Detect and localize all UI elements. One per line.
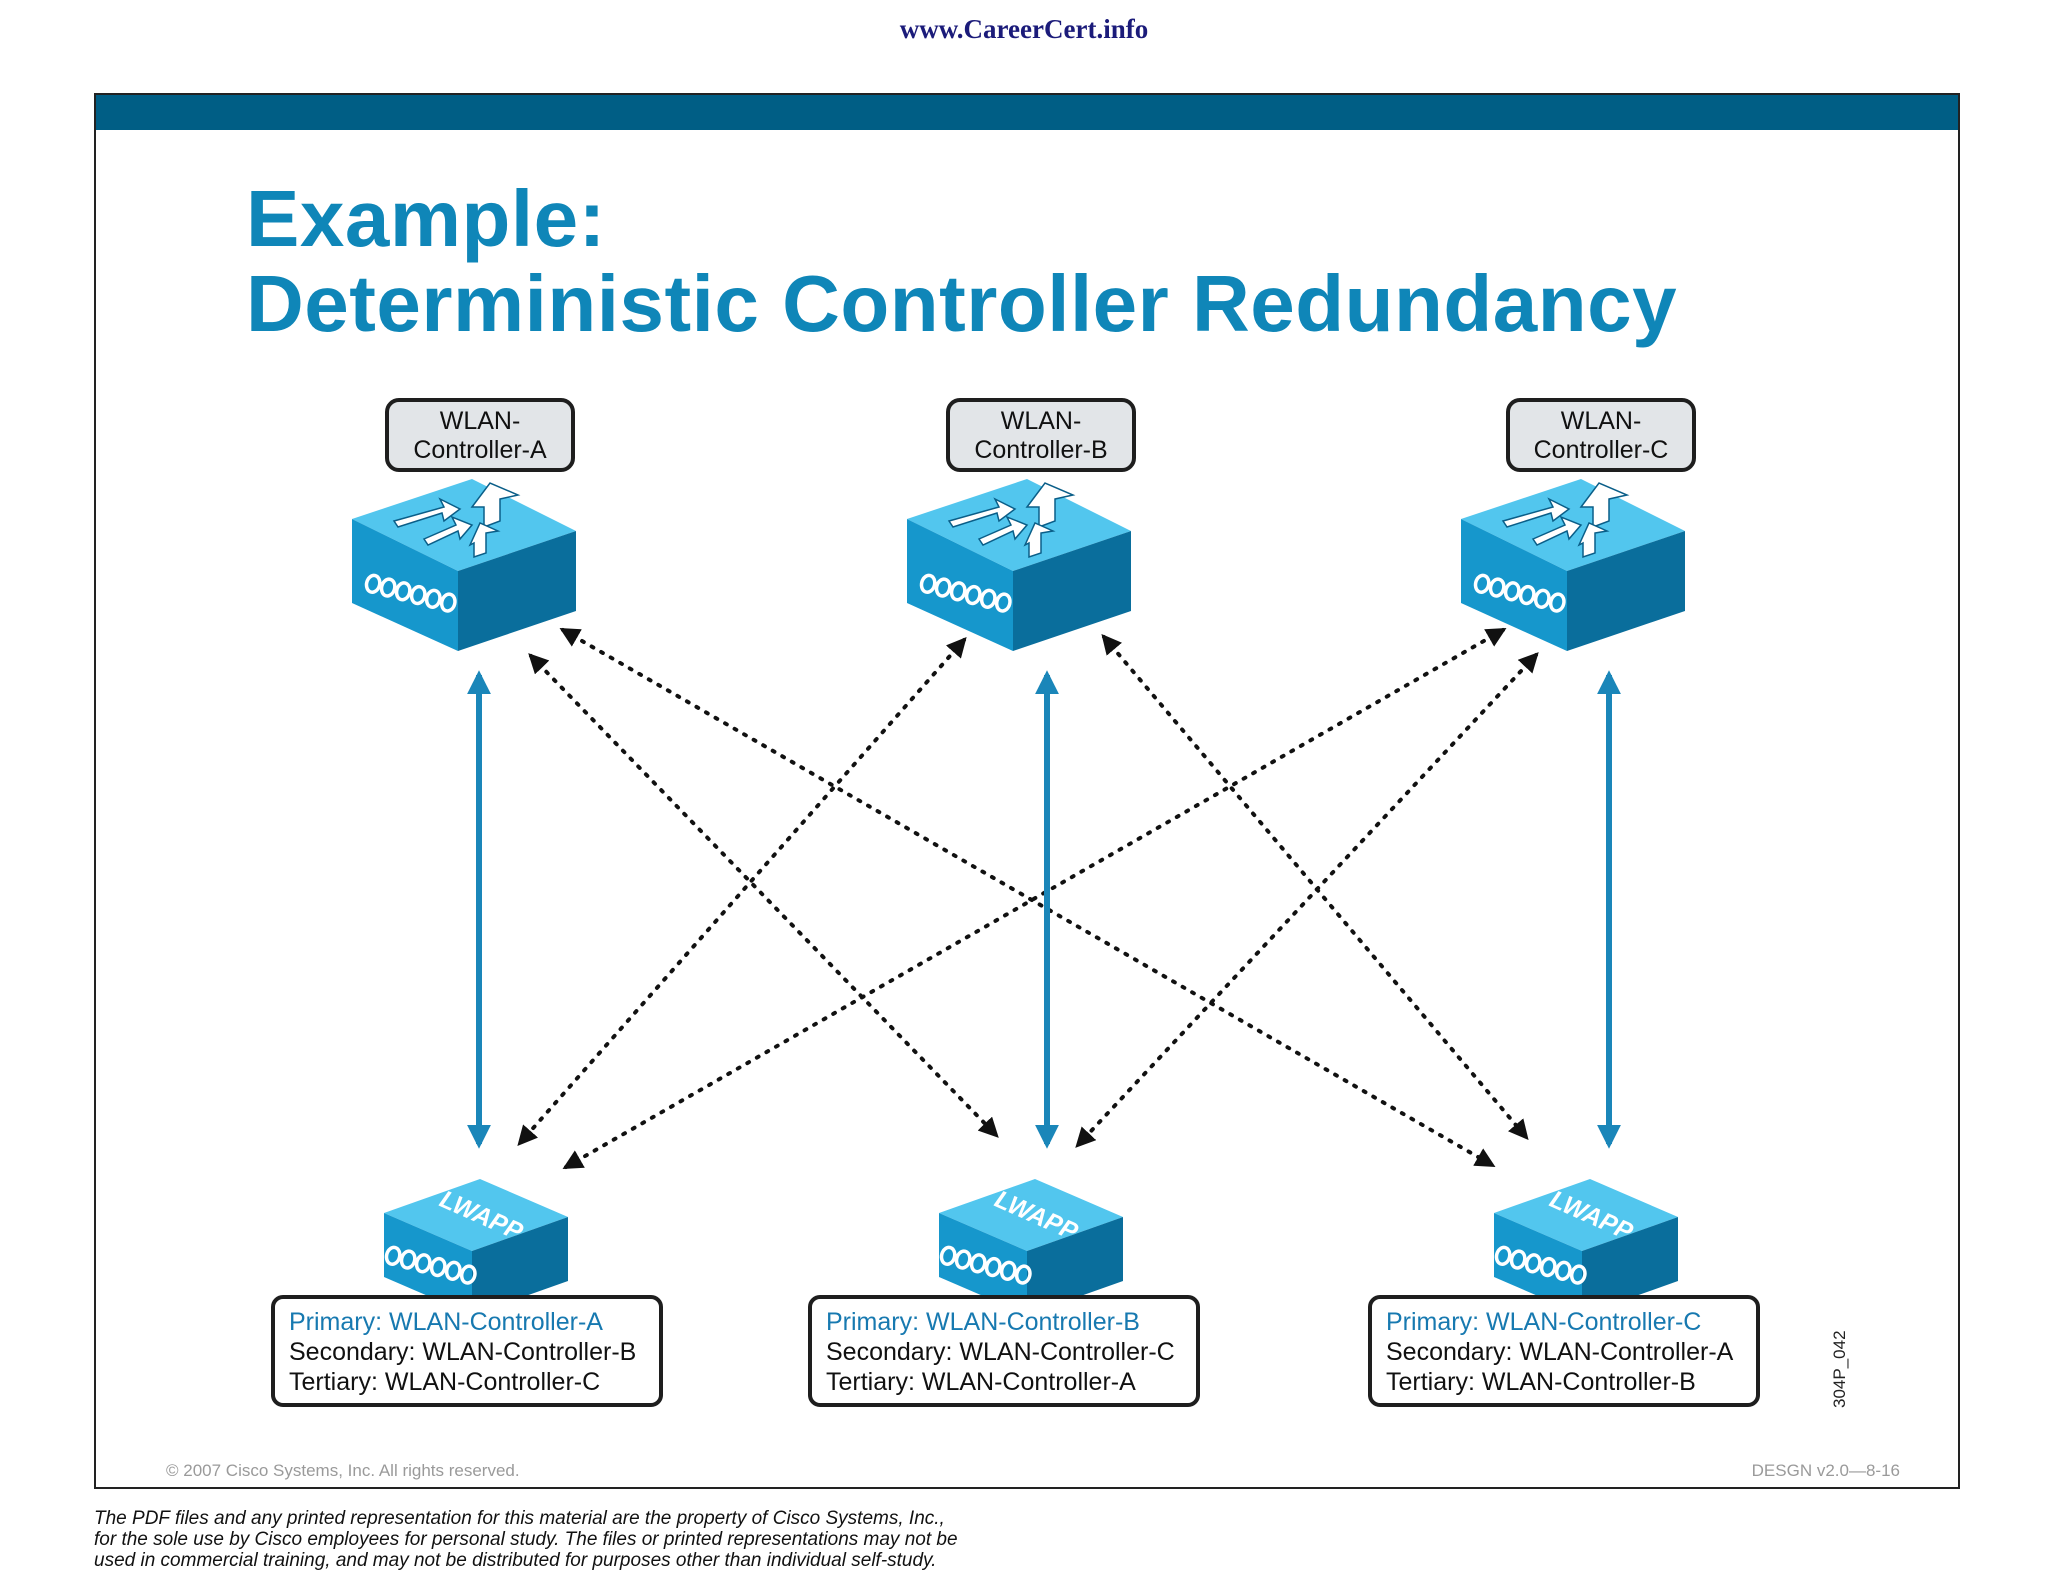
slide-title-line1: Example:	[246, 174, 606, 263]
disclaimer-line1: The PDF files and any printed representa…	[94, 1508, 945, 1529]
controller-arrows-icon	[947, 482, 1076, 559]
controller-arrows-icon	[392, 482, 521, 559]
backup-links	[517, 628, 1539, 1169]
ap3-secondary: Secondary: WLAN-Controller-A	[1386, 1338, 1734, 1366]
controller-arrows-icon	[1501, 482, 1630, 559]
wlan-controller-c-icon	[1461, 479, 1685, 651]
controller-c-label-line2: Controller-C	[1533, 436, 1669, 464]
controller-ports-icon	[919, 573, 1012, 613]
controller-a-label-line2: Controller-A	[413, 436, 547, 464]
link-controller-a-to-ap3	[559, 628, 1496, 1167]
link-controller-a-to-ap2	[528, 653, 999, 1138]
controller-b-label-line2: Controller-B	[974, 436, 1108, 464]
ap2-config-box: Primary: WLAN-Controller-B Secondary: WL…	[808, 1295, 1200, 1407]
ap3-tertiary: Tertiary: WLAN-Controller-B	[1386, 1368, 1696, 1396]
ap1-primary: Primary: WLAN-Controller-A	[289, 1308, 603, 1336]
header-url: www.CareerCert.info	[899, 14, 1149, 44]
copyright: © 2007 Cisco Systems, Inc. All rights re…	[166, 1461, 520, 1480]
ap2-secondary: Secondary: WLAN-Controller-C	[826, 1338, 1175, 1366]
ap3-config-box: Primary: WLAN-Controller-C Secondary: WL…	[1368, 1295, 1760, 1407]
ap-ports-icon	[384, 1245, 477, 1285]
figure-id: 304P_042	[1830, 1330, 1849, 1408]
primary-links	[467, 670, 1621, 1149]
controller-b-label: WLAN- Controller-B	[946, 398, 1136, 472]
disclaimer: The PDF files and any printed representa…	[94, 1508, 1094, 1571]
disclaimer-line3: used in commercial training, and may not…	[94, 1550, 937, 1571]
access-points-layer: LWAPP LWAPP LWAPP	[384, 1179, 1678, 1315]
ap2-primary: Primary: WLAN-Controller-B	[826, 1308, 1140, 1336]
ap3-primary: Primary: WLAN-Controller-C	[1386, 1308, 1702, 1336]
course-id: DESGN v2.0—8-16	[1751, 1461, 1900, 1480]
controller-c-label-line1: WLAN-	[1560, 407, 1642, 435]
controller-a-label-line1: WLAN-	[439, 407, 521, 435]
slide-top-bar	[96, 95, 1958, 130]
ap1-tertiary: Tertiary: WLAN-Controller-C	[289, 1368, 601, 1396]
controller-a-label: WLAN- Controller-A	[385, 398, 575, 472]
wlan-controller-b-icon	[907, 479, 1131, 651]
ap2-tertiary: Tertiary: WLAN-Controller-A	[826, 1368, 1136, 1396]
lwapp-access-point-2-icon: LWAPP	[939, 1179, 1123, 1315]
lwapp-access-point-1-icon: LWAPP	[384, 1179, 568, 1315]
controller-c-label: WLAN- Controller-C	[1506, 398, 1696, 472]
controller-ports-icon	[364, 573, 457, 613]
slide-title-line2: Deterministic Controller Redundancy	[246, 259, 1678, 348]
wlan-controller-a-icon	[352, 479, 576, 651]
ap1-secondary: Secondary: WLAN-Controller-B	[289, 1338, 637, 1366]
link-controller-c-to-ap2	[1075, 652, 1539, 1148]
controller-b-label-line1: WLAN-	[1000, 407, 1082, 435]
ap1-config-box: Primary: WLAN-Controller-A Secondary: WL…	[271, 1295, 663, 1407]
slide: Example: Deterministic Controller Redund…	[94, 93, 1960, 1489]
ap-ports-icon	[1494, 1245, 1587, 1285]
link-controller-b-to-ap1	[517, 637, 967, 1146]
ap-ports-icon	[939, 1245, 1032, 1285]
disclaimer-line2: for the sole use by Cisco employees for …	[94, 1529, 958, 1550]
controllers-layer	[352, 479, 1685, 651]
lwapp-access-point-3-icon: LWAPP	[1494, 1179, 1678, 1315]
redundancy-diagram: LWAPP LWAPP LWAPP	[352, 479, 1685, 1315]
controller-ports-icon	[1473, 573, 1566, 613]
